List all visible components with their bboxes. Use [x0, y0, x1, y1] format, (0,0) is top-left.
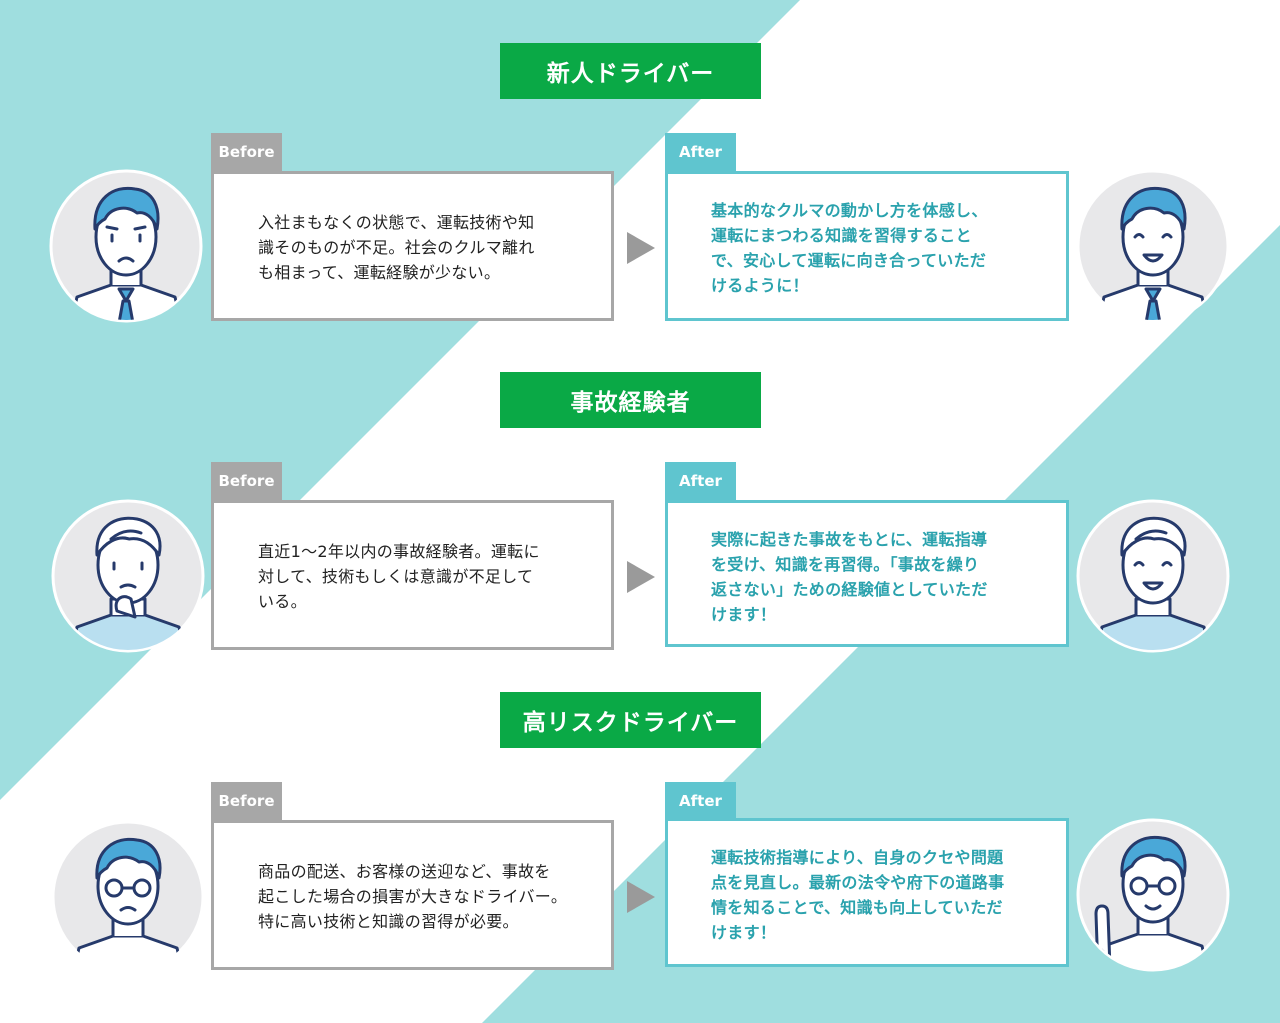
- before-box: 商品の配送、お客様の送迎など、事故を 起こした場合の損害が大きなドライバー。 特…: [211, 820, 614, 970]
- before-tag: Before: [211, 462, 282, 500]
- worried-man-with-glasses-icon: [51, 820, 205, 974]
- before-text: 商品の配送、お客様の送迎など、事故を 起こした場合の損害が大きなドライバー。 特…: [258, 862, 568, 931]
- worried-young-man-icon: [49, 169, 203, 323]
- after-tag: After: [665, 462, 736, 500]
- after-tag: After: [665, 133, 736, 171]
- after-text: 運転技術指導により、自身のクセや問題 点を見直し。最新の法令や府下の道路事 情を…: [711, 848, 1005, 942]
- after-tag: After: [665, 782, 736, 820]
- after-box: 実際に起きた事故をもとに、運転指導 を受け、知識を再習得。「事故を繰り 返さない…: [665, 500, 1069, 647]
- section-title-accident-experienced: 事故経験者: [500, 372, 761, 428]
- arrow-right-icon: [627, 881, 655, 913]
- after-text: 基本的なクルマの動かし方を体感し、 運転にまつわる知識を習得すること で、安心し…: [711, 201, 988, 295]
- arrow-right-icon: [627, 232, 655, 264]
- smiling-young-man-icon: [1076, 169, 1230, 323]
- section-title-high-risk-driver: 高リスクドライバー: [500, 692, 761, 748]
- before-text: 直近1〜2年以内の事故経験者。運転に 対して、技術もしくは意識が不足して いる。: [258, 542, 540, 611]
- before-box: 入社まもなくの状態で、運転技術や知 識そのものが不足。社会のクルマ離れ も相まっ…: [211, 171, 614, 321]
- smiling-man-icon: [1076, 499, 1230, 653]
- after-text: 実際に起きた事故をもとに、運転指導 を受け、知識を再習得。「事故を繰り 返さない…: [711, 530, 988, 624]
- section-title-new-driver: 新人ドライバー: [500, 43, 761, 99]
- confident-man-with-glasses-icon: [1076, 818, 1230, 972]
- arrow-right-icon: [627, 561, 655, 593]
- after-box: 基本的なクルマの動かし方を体感し、 運転にまつわる知識を習得すること で、安心し…: [665, 171, 1069, 321]
- thinking-man-icon: [51, 499, 205, 653]
- before-tag: Before: [211, 133, 282, 171]
- before-tag: Before: [211, 782, 282, 820]
- before-text: 入社まもなくの状態で、運転技術や知 識そのものが不足。社会のクルマ離れ も相まっ…: [258, 213, 535, 282]
- after-box: 運転技術指導により、自身のクセや問題 点を見直し。最新の法令や府下の道路事 情を…: [665, 818, 1069, 967]
- before-box: 直近1〜2年以内の事故経験者。運転に 対して、技術もしくは意識が不足して いる。: [211, 500, 614, 650]
